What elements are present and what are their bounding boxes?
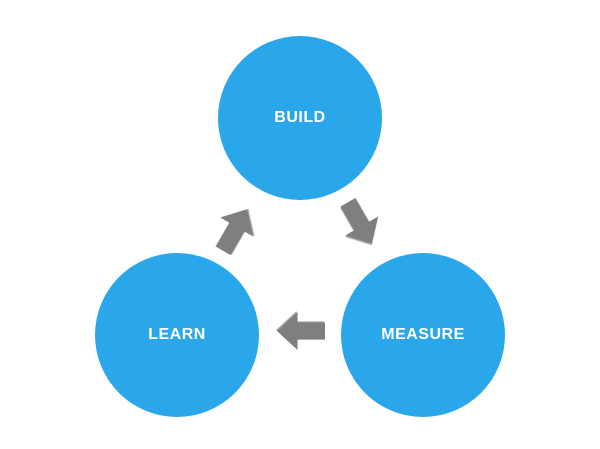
arrow-measure-to-learn-icon: [277, 312, 325, 350]
node-build-label: BUILD: [274, 109, 326, 126]
arrow-build-to-measure-icon: [332, 193, 389, 254]
node-build-circle: BUILD: [218, 36, 382, 200]
node-measure-circle: MEASURE: [341, 253, 505, 417]
node-measure-label: MEASURE: [381, 326, 465, 343]
node-learn-label: LEARN: [148, 326, 206, 343]
arrow-learn-to-build-shape: [215, 209, 254, 256]
node-learn-circle: LEARN: [95, 253, 259, 417]
arrow-measure-to-learn-shape: [277, 312, 325, 350]
arrow-learn-to-build-icon: [207, 200, 264, 261]
arrow-build-to-measure-shape: [340, 197, 379, 244]
